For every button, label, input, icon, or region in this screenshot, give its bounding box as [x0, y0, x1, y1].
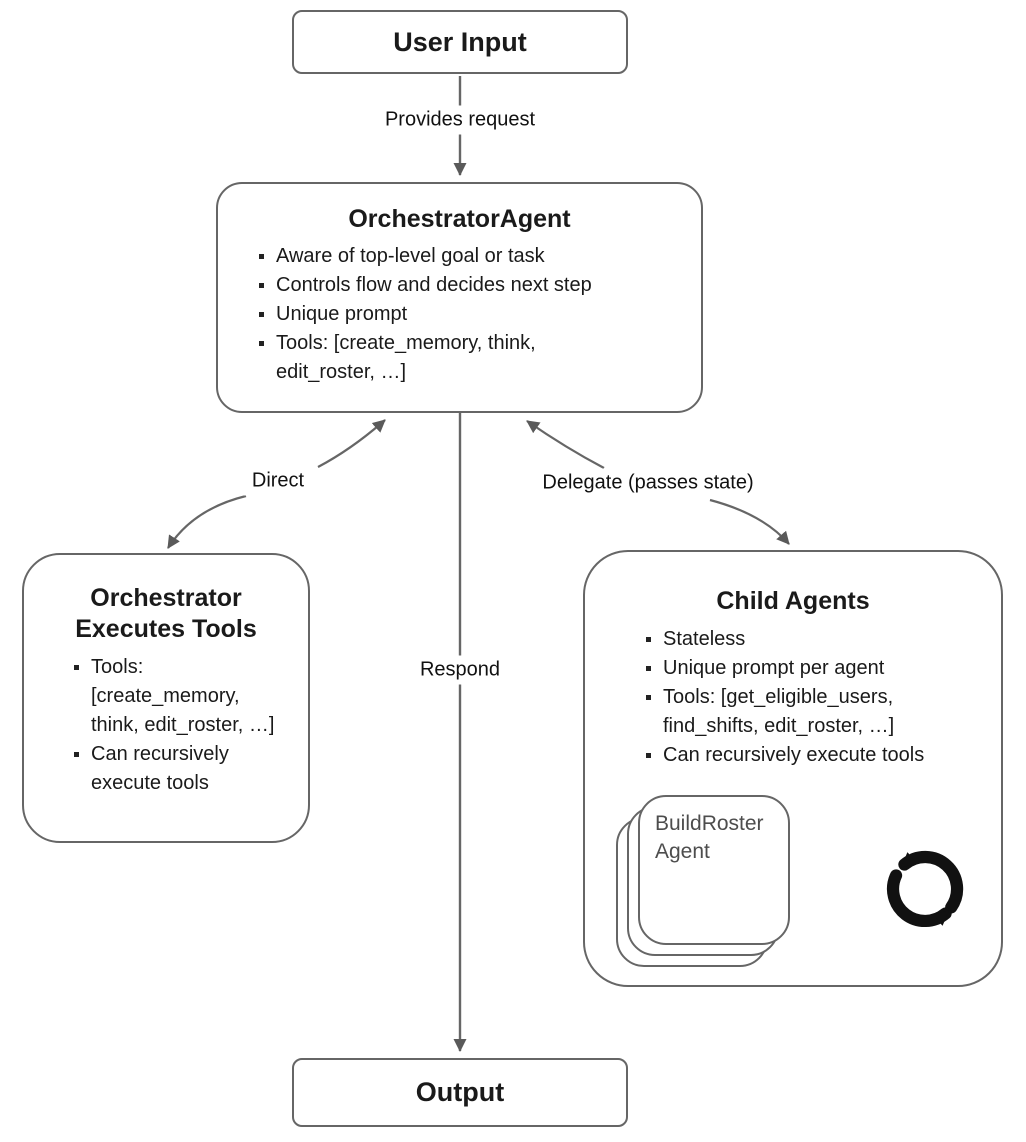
arrow-delegate-down [709, 498, 790, 545]
child-agents-bullet: Tools: [get_eligible_users, find_shifts,… [644, 683, 984, 741]
user-input-node: User Input [292, 10, 628, 74]
child-agents-bullet-list: Stateless Unique prompt per agent Tools:… [644, 625, 984, 770]
output-node: Output [292, 1058, 628, 1127]
orchestrator-agent-node: OrchestratorAgent Aware of top-level goa… [216, 182, 703, 413]
output-title: Output [415, 1077, 505, 1107]
user-input-title: User Input [393, 26, 527, 57]
orchestrator-bullet: Unique prompt [257, 300, 639, 329]
child-agents-bullet: Unique prompt per agent [644, 654, 984, 683]
agent-card-front: BuildRoster Agent [638, 795, 790, 945]
delegate-label: Delegate (passes state) [533, 468, 763, 498]
agent-card-label: BuildRoster Agent [655, 812, 764, 863]
arrow-direct-up [317, 419, 386, 468]
direct-label: Direct [242, 466, 314, 496]
child-agents-title: Child Agents [716, 587, 870, 615]
refresh-cycle-icon [878, 842, 972, 936]
arrow-direct-down [167, 494, 247, 549]
respond-label: Respond [410, 655, 510, 685]
child-agents-bullet: Can recursively execute tools [644, 741, 984, 770]
provides-request-label: Provides request [375, 105, 545, 135]
orchestrator-bullet: Aware of top-level goal or task [257, 242, 639, 271]
executes-tools-bullet: Tools: [create_memory, think, edit_roste… [72, 653, 284, 740]
orchestrator-agent-title: OrchestratorAgent [348, 205, 571, 233]
orchestrator-executes-tools-title: Orchestrator Executes Tools [75, 584, 257, 643]
child-agents-bullet: Stateless [644, 625, 984, 654]
orchestrator-agent-bullet-list: Aware of top-level goal or task Controls… [257, 242, 639, 387]
orchestrator-bullet: Tools: [create_memory, think, edit_roste… [257, 329, 639, 387]
executes-tools-bullet-list: Tools: [create_memory, think, edit_roste… [72, 653, 284, 798]
orchestrator-executes-tools-node: Orchestrator Executes Tools Tools: [crea… [22, 553, 310, 843]
executes-tools-bullet: Can recursively execute tools [72, 740, 284, 798]
orchestrator-bullet: Controls flow and decides next step [257, 271, 639, 300]
arrow-delegate-up [526, 420, 605, 469]
